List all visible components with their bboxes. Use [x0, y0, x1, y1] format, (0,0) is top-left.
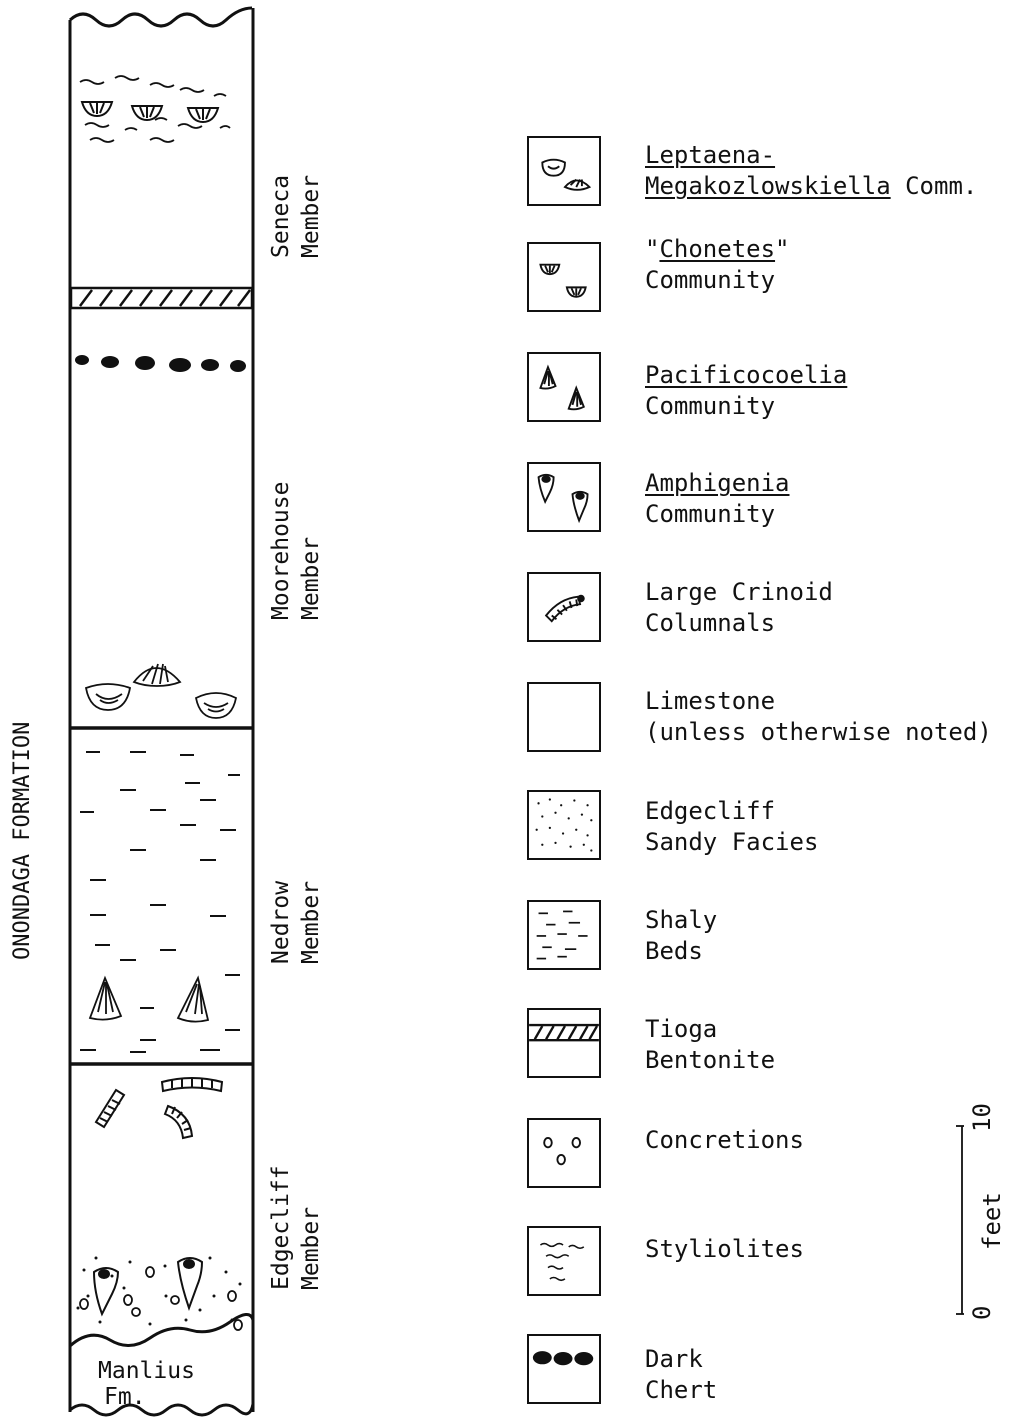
- manlius-line1: Manlius: [98, 1358, 195, 1384]
- legend-label-sandy: Edgecliff Sandy Facies: [645, 796, 818, 858]
- legend-chert-line1: Dark: [645, 1344, 717, 1375]
- legend-sandy-line1: Edgecliff: [645, 796, 818, 827]
- legend-label-leptaena: Leptaena- Megakozlowskiella Comm.: [645, 140, 977, 202]
- legend-label-styliolites: Styliolites: [645, 1234, 804, 1265]
- bentonite-icon: [527, 1008, 601, 1078]
- legend-label-tioga: Tioga Bentonite: [645, 1014, 775, 1076]
- chonetes-icon: [527, 242, 601, 312]
- manlius-label: Manlius Fm.: [98, 1358, 195, 1410]
- legend-leptaena-suffix: Comm.: [891, 172, 978, 200]
- legend-sandy-line2: Sandy Facies: [645, 827, 818, 858]
- member-seneca-line2: Member: [296, 175, 326, 258]
- member-seneca-line1: Seneca: [266, 175, 296, 258]
- crinoid-columnal-icon: [527, 572, 601, 642]
- concretions-icon: [527, 1118, 601, 1188]
- shaly-beds-icon: [527, 900, 601, 970]
- legend-shaly-line1: Shaly: [645, 905, 717, 936]
- legend-chonetes-quote-close: ": [775, 235, 789, 263]
- stratigraphic-column: [0, 0, 260, 1418]
- limestone-icon: [527, 682, 601, 752]
- member-label-nedrow: Nedrow Member: [266, 881, 326, 964]
- legend-styliolites-line1: Styliolites: [645, 1234, 804, 1265]
- legend-tioga-line1: Tioga: [645, 1014, 775, 1045]
- manlius-line2: Fm.: [104, 1384, 195, 1410]
- chert-icon: [527, 1334, 601, 1404]
- legend-tioga-line2: Bentonite: [645, 1045, 775, 1076]
- scale-bar: [950, 1110, 980, 1320]
- legend-concretions-line1: Concretions: [645, 1125, 804, 1156]
- member-label-seneca: Seneca Member: [266, 175, 326, 258]
- leptaena-fossils: [86, 664, 236, 718]
- amphigenia-icon: [527, 462, 601, 532]
- legend-label-amphigenia: Amphigenia Community: [645, 468, 790, 530]
- legend-chert-line2: Chert: [645, 1375, 717, 1406]
- legend-label-chonetes: "Chonetes" Community: [645, 234, 790, 296]
- leptaena-icon: [527, 136, 601, 206]
- legend-chonetes-genus: Chonetes: [659, 235, 775, 263]
- member-nedrow-line1: Nedrow: [266, 881, 296, 964]
- styliolites-icon: [527, 1226, 601, 1296]
- legend-pacificocoelia-line2: Community: [645, 391, 847, 422]
- pacificocoelia-fossils: [90, 978, 208, 1022]
- member-edgecliff-line2: Member: [296, 1165, 326, 1290]
- chonetes-fossils: [82, 102, 218, 122]
- member-edgecliff-line1: Edgecliff: [266, 1165, 296, 1290]
- legend-amphigenia-genus: Amphigenia: [645, 469, 790, 497]
- legend-limestone-line2: (unless otherwise noted): [645, 717, 992, 748]
- legend-label-crinoid: Large Crinoid Columnals: [645, 577, 833, 639]
- scale-top-value: 10: [968, 1103, 996, 1132]
- legend-amphigenia-line2: Community: [645, 499, 790, 530]
- legend-crinoid-line1: Large Crinoid: [645, 577, 833, 608]
- legend-label-chert: Dark Chert: [645, 1344, 717, 1406]
- legend-label-concretions: Concretions: [645, 1125, 804, 1156]
- formation-label: ONONDAGA FORMATION: [8, 722, 38, 960]
- scale-bottom-value: 0: [968, 1306, 996, 1320]
- legend-limestone-line1: Limestone: [645, 686, 992, 717]
- member-label-edgecliff: Edgecliff Member: [266, 1165, 326, 1290]
- member-nedrow-line2: Member: [296, 881, 326, 964]
- legend-label-pacificocoelia: Pacificocoelia Community: [645, 360, 847, 422]
- legend-leptaena-genus2: Megakozlowskiella: [645, 172, 891, 200]
- amphigenia-fossils: [94, 1258, 202, 1314]
- member-moorehouse-line2: Member: [296, 482, 326, 620]
- legend-label-limestone: Limestone (unless otherwise noted): [645, 686, 992, 748]
- scale-unit: feet: [978, 1192, 1006, 1250]
- member-moorehouse-line1: Moorehouse: [266, 482, 296, 620]
- crinoid-fossils: [96, 1078, 222, 1138]
- sandy-facies: [77, 1257, 242, 1326]
- sandy-facies-icon: [527, 790, 601, 860]
- legend-shaly-line2: Beds: [645, 936, 717, 967]
- legend-crinoid-line2: Columnals: [645, 608, 833, 639]
- pacificocoelia-icon: [527, 352, 601, 422]
- legend-label-shaly: Shaly Beds: [645, 905, 717, 967]
- chert-band: [75, 355, 246, 372]
- legend-chonetes-line2: Community: [645, 265, 790, 296]
- legend-leptaena-line1: Leptaena-: [645, 141, 775, 169]
- legend-chonetes-quote-open: ": [645, 235, 659, 263]
- member-label-moorehouse: Moorehouse Member: [266, 482, 326, 620]
- legend-pacificocoelia-genus: Pacificocoelia: [645, 361, 847, 389]
